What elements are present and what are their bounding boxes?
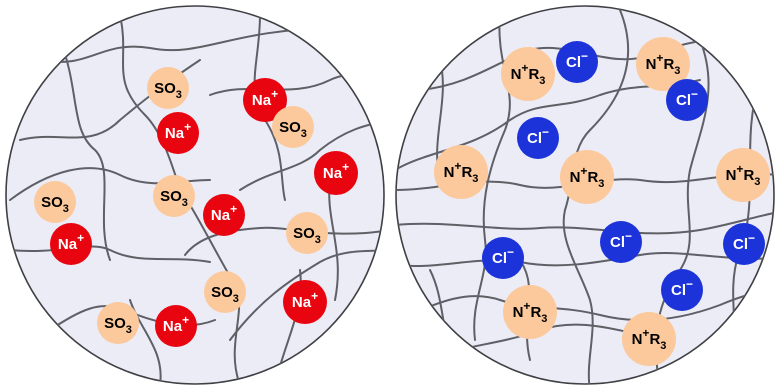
- fixed-group-disc: [272, 106, 314, 148]
- sulfonate-group: SO3: [204, 271, 246, 313]
- fixed-group-disc: [434, 145, 488, 199]
- fixed-group-label: SO3: [211, 284, 239, 305]
- fixed-group-label: SO3: [293, 225, 321, 246]
- counter-ion-label: Cl−: [676, 87, 698, 109]
- sodium-ion: Na+: [157, 112, 199, 154]
- ammonium-group: N+R3: [503, 285, 557, 339]
- fixed-group-disc: [503, 285, 557, 339]
- sodium-ion: Na+: [155, 305, 197, 347]
- ammonium-group: N+R3: [560, 150, 614, 204]
- fixed-group-label: SO3: [41, 194, 69, 215]
- counter-ion-label: Na+: [252, 87, 278, 109]
- fixed-group-disc: [560, 150, 614, 204]
- chloride-ion: Cl−: [661, 269, 703, 311]
- counter-ion-disc: [283, 280, 327, 324]
- counter-ion-disc: [203, 194, 245, 236]
- counter-ion-disc: [556, 41, 598, 83]
- fixed-group-label: N+R3: [726, 162, 761, 188]
- counter-ion-disc: [157, 112, 199, 154]
- counter-ion-label: Na+: [163, 313, 189, 335]
- sulfonate-group: SO3: [147, 67, 189, 109]
- fixed-group-disc: [204, 271, 246, 313]
- fixed-group-label: SO3: [279, 119, 307, 140]
- chloride-ion: Cl−: [723, 223, 765, 265]
- counter-ion-disc: [723, 223, 765, 265]
- counter-ion-disc: [314, 151, 358, 195]
- fixed-group-disc: [97, 302, 139, 344]
- fixed-group-disc: [153, 175, 195, 217]
- fixed-group-disc: [501, 47, 555, 101]
- counter-ion-disc: [517, 117, 559, 159]
- counter-ion-disc: [600, 221, 642, 263]
- fixed-group-label: SO3: [104, 315, 132, 336]
- counter-ion-label: Na+: [292, 289, 318, 311]
- ammonium-group: N+R3: [434, 145, 488, 199]
- counter-ion-label: Na+: [323, 160, 349, 182]
- counter-ion-label: Cl−: [566, 49, 588, 71]
- sodium-ion: Na+: [203, 194, 245, 236]
- counter-ion-disc: [50, 223, 92, 265]
- chloride-ion: Cl−: [517, 117, 559, 159]
- counter-ion-label: Cl−: [492, 245, 514, 267]
- ammonium-group: N+R3: [622, 312, 676, 366]
- sulfonate-group: SO3: [34, 181, 76, 223]
- fixed-group-label: N+R3: [570, 164, 605, 190]
- fixed-group-label: SO3: [160, 188, 188, 209]
- ammonium-group: N+R3: [501, 47, 555, 101]
- sulfonate-group: SO3: [286, 212, 328, 254]
- counter-ion-disc: [155, 305, 197, 347]
- sodium-ion: Na+: [50, 223, 92, 265]
- chloride-ion: Cl−: [666, 79, 708, 121]
- counter-ion-label: Na+: [58, 231, 84, 253]
- fixed-group-label: N+R3: [646, 51, 681, 77]
- counter-ion-label: Cl−: [610, 229, 632, 251]
- fixed-group-disc: [716, 148, 770, 202]
- fixed-group-label: N+R3: [444, 159, 479, 185]
- fixed-group-label: N+R3: [632, 326, 667, 352]
- sulfonate-group: SO3: [272, 106, 314, 148]
- fixed-group-disc: [622, 312, 676, 366]
- counter-ion-label: Na+: [165, 120, 191, 142]
- counter-ion-label: Cl−: [671, 277, 693, 299]
- counter-ion-label: Cl−: [527, 125, 549, 147]
- sodium-ion: Na+: [243, 78, 287, 122]
- fixed-group-label: N+R3: [511, 61, 546, 87]
- counter-ion-disc: [661, 269, 703, 311]
- sodium-ion: Na+: [283, 280, 327, 324]
- counter-ion-label: Cl−: [733, 231, 755, 253]
- fixed-group-label: N+R3: [513, 299, 548, 325]
- fixed-group-disc: [636, 37, 690, 91]
- counter-ion-disc: [243, 78, 287, 122]
- chloride-ion: Cl−: [556, 41, 598, 83]
- ammonium-group: N+R3: [636, 37, 690, 91]
- counter-ion-disc: [482, 237, 524, 279]
- sulfonate-group: SO3: [153, 175, 195, 217]
- fixed-group-disc: [286, 212, 328, 254]
- fixed-group-label: SO3: [154, 80, 182, 101]
- chloride-ion: Cl−: [482, 237, 524, 279]
- chloride-ion: Cl−: [600, 221, 642, 263]
- fixed-group-disc: [147, 67, 189, 109]
- ammonium-group: N+R3: [716, 148, 770, 202]
- sulfonate-group: SO3: [97, 302, 139, 344]
- fixed-group-disc: [34, 181, 76, 223]
- sodium-ion: Na+: [314, 151, 358, 195]
- counter-ion-label: Na+: [211, 202, 237, 224]
- counter-ion-disc: [666, 79, 708, 121]
